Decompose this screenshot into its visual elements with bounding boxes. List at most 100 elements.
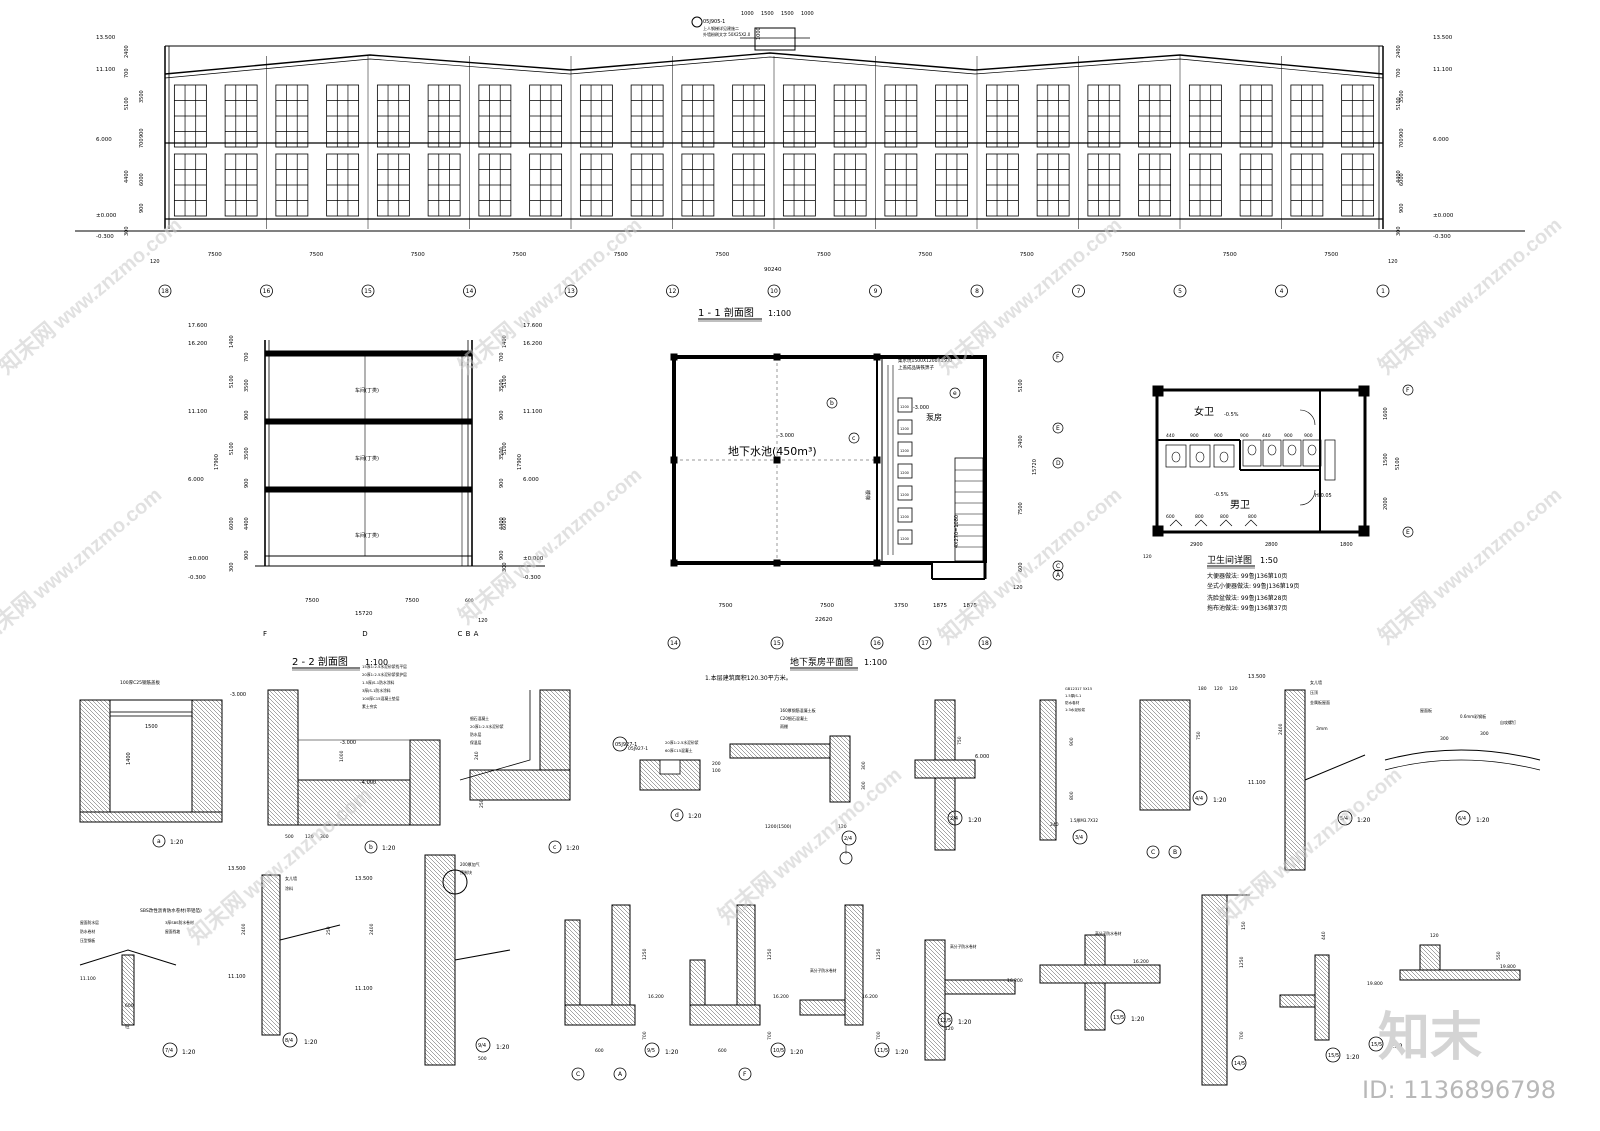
hatch-line <box>924 1023 946 1045</box>
dim-mid: 800 <box>1195 514 1204 520</box>
a-top-note: 100厚C25钢筋盖板 <box>120 679 160 686</box>
hatch-line <box>736 904 756 924</box>
vdim-right: 5100 <box>1396 97 1402 110</box>
hatch-line <box>844 980 864 1000</box>
r7-roof <box>79 949 177 966</box>
r8-parapet-fill <box>261 874 281 1036</box>
hatch-line <box>1457 969 1469 981</box>
tall-dim: 150 <box>1241 921 1247 930</box>
hatch-line <box>596 1004 618 1026</box>
elev-right: 6.000 <box>1433 137 1449 143</box>
dim-top: 900 <box>1240 433 1249 439</box>
hatch-line <box>958 979 974 995</box>
hatch-line <box>1039 835 1045 841</box>
elev-right: 13.500 <box>1433 35 1453 41</box>
hatch-line <box>79 739 111 771</box>
hatch-line <box>748 904 756 912</box>
stall <box>1165 444 1187 468</box>
edge-dim: 120 <box>1388 259 1398 265</box>
hatch-line <box>1430 944 1441 955</box>
hatch-line <box>697 1004 719 1026</box>
toilet-outer <box>1155 388 1367 534</box>
hatch-line <box>611 960 631 980</box>
hatch-line <box>1085 934 1106 955</box>
hatch-line <box>267 784 299 816</box>
hatch-line <box>1284 745 1306 767</box>
vdim-left: 5100 <box>124 97 130 110</box>
hatch-line <box>127 954 135 962</box>
stall <box>1242 439 1262 467</box>
hatch-line <box>1139 801 1149 811</box>
e6-dim: 300 <box>1480 731 1489 737</box>
hatch-line <box>277 874 281 878</box>
hatch-line <box>261 886 281 906</box>
pump-room-label: 泵房 <box>926 412 942 422</box>
hatch-line <box>539 703 571 735</box>
hatch-line <box>81 811 93 823</box>
axis-bubble <box>1052 569 1064 581</box>
section-2-2-scale: 1:100 <box>365 658 388 667</box>
hatch-line <box>1201 1004 1228 1031</box>
hatch-line <box>1284 781 1306 803</box>
hatch-line <box>944 699 956 711</box>
hatch-line <box>736 1000 742 1006</box>
hatch-line <box>1117 964 1137 984</box>
hatch-line <box>1419 945 1441 967</box>
span-dim: 7500 <box>715 252 729 258</box>
axis-bubble <box>1052 422 1064 434</box>
hatch-line <box>1314 975 1330 991</box>
hatch-line <box>129 811 141 823</box>
hatch-line <box>689 996 699 1006</box>
g2-index-label: 10/5 <box>773 1048 784 1054</box>
hatch-line <box>539 769 571 801</box>
hatch-line <box>1139 725 1191 777</box>
hatch-line <box>1039 819 1057 837</box>
slope-mark-male: -0.5% <box>1214 492 1229 498</box>
hatch-line <box>1284 853 1302 871</box>
h2-scale: 1:20 <box>1131 1016 1145 1023</box>
hatch-line <box>611 912 631 932</box>
hatch-line <box>1477 969 1489 981</box>
hatch-line <box>954 979 970 995</box>
hatch-line <box>611 936 631 956</box>
hatch-line <box>844 968 864 988</box>
axis-pump-label: 16 <box>873 640 881 647</box>
hatch-line <box>79 723 111 755</box>
hatch-line <box>491 769 523 801</box>
hatch-line <box>83 699 111 727</box>
vdim-right: 300 <box>1396 226 1402 236</box>
room-label: 车间(丁类) <box>355 387 379 394</box>
hatch-line <box>177 811 189 823</box>
hatch-line <box>962 979 978 995</box>
hatch-line <box>649 759 681 791</box>
e3-note: 1:3水泥砂浆 <box>1065 707 1086 712</box>
hatch-line <box>1284 845 1306 867</box>
hatch-line <box>409 784 441 816</box>
hatch-line <box>567 919 581 933</box>
hatch-line <box>1039 747 1057 765</box>
hatch-line <box>1445 969 1457 981</box>
hatch-line <box>914 773 920 779</box>
hatch-line <box>113 811 125 823</box>
hatch-line <box>677 759 701 783</box>
hatch-line <box>1109 964 1129 984</box>
hatch-line <box>424 920 456 952</box>
hatch-line <box>743 743 759 759</box>
hatch-line <box>844 1008 862 1026</box>
hatch-line <box>1461 969 1473 981</box>
hatch-line <box>1517 969 1521 973</box>
hatch-line <box>191 799 205 813</box>
hatch-line <box>324 779 371 826</box>
hatch-line <box>639 777 653 791</box>
hatch-line <box>1201 960 1228 987</box>
hatch-line <box>1053 964 1073 984</box>
hatch-line <box>409 752 441 784</box>
toilet-bowl <box>1247 444 1257 456</box>
i2-index-label: 15/5 <box>1371 1042 1382 1048</box>
hatch-line <box>940 699 956 715</box>
vdim: 1600 <box>1383 407 1389 420</box>
hatch-line <box>611 920 631 940</box>
hatch-line <box>424 976 456 1008</box>
axis-1-1-label: 8 <box>975 288 979 295</box>
hatch-line <box>267 780 299 812</box>
